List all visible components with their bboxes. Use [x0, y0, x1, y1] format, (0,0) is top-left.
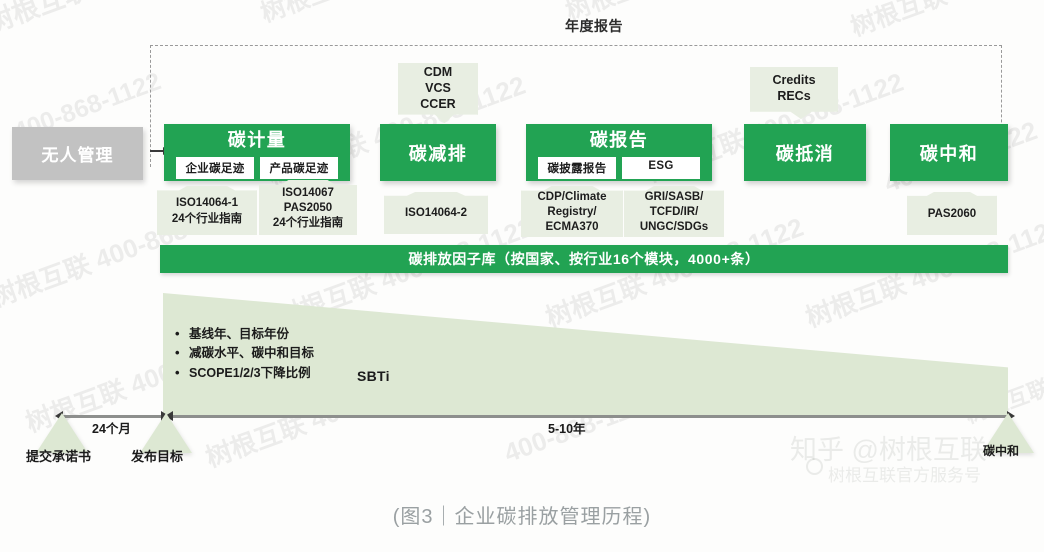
standard-cdp-climate-registry: CDP/Climate Registry/ ECMA370	[521, 186, 623, 237]
flow-arrow-icon	[150, 146, 170, 155]
pillar-chip[interactable]: 碳披露报告	[538, 157, 616, 179]
sbti-label: SBTi	[357, 368, 390, 384]
sbti-bullet: 基线年、目标年份	[175, 324, 314, 345]
milestone-marker-icon	[140, 413, 192, 453]
sbti-bullet-list: 基线年、目标年份 减碳水平、碳中和目标 SCOPE1/2/3下降比例	[175, 324, 314, 384]
annual-report-label: 年度报告	[565, 18, 623, 34]
standard-iso14067-pas2050: ISO14067 PAS2050 24个行业指南	[259, 180, 357, 235]
pillar-chip-row: 碳披露报告 ESG	[538, 157, 700, 179]
pillar-carbon-accounting[interactable]: 碳计量 企业碳足迹 产品碳足迹	[164, 124, 350, 181]
sbti-bullet: SCOPE1/2/3下降比例	[175, 363, 314, 384]
pillar-title: 碳报告	[589, 130, 649, 150]
callout-cdm-vcs-ccer: CDM VCS CCER	[398, 63, 478, 123]
pillar-carbon-neutral[interactable]: 碳中和	[890, 124, 1008, 181]
pillar-title: 碳减排	[408, 143, 468, 164]
standard-gri-sasb-tcfd: GRI/SASB/ TCFD/IR/ UNGC/SDGs	[624, 186, 724, 237]
no-management-label: 无人管理	[41, 146, 114, 165]
pillar-carbon-offset[interactable]: 碳抵消	[744, 124, 866, 181]
milestone-label-target: 发布目标	[131, 449, 184, 464]
standard-iso14064-2: ISO14064-2	[384, 192, 488, 234]
timespan-label-24-months: 24个月	[92, 422, 131, 436]
callout-credits-recs: Credits RECs	[750, 67, 838, 119]
standard-iso14064-1: ISO14064-1 24个行业指南	[157, 186, 257, 235]
milestone-marker-icon	[36, 413, 88, 453]
emission-factor-library-bar[interactable]: 碳排放因子库（按国家、按行业16个模块，4000+条）	[160, 245, 1008, 273]
pillar-chip[interactable]: 企业碳足迹	[176, 157, 254, 179]
watermark-brand-phone: 树根互联 400-868-1122	[255, 0, 513, 30]
pillar-title: 碳抵消	[775, 143, 835, 164]
no-management-box: 无人管理	[12, 127, 143, 180]
pillar-chip[interactable]: 产品碳足迹	[260, 157, 338, 179]
pillar-carbon-reporting[interactable]: 碳报告 碳披露报告 ESG	[526, 124, 712, 181]
milestone-marker-icon	[982, 413, 1034, 453]
pillar-chip[interactable]: ESG	[622, 157, 700, 179]
zhihu-watermark-sub: 树根互联官方服务号	[828, 466, 981, 485]
sbti-bullet: 减碳水平、碳中和目标	[175, 343, 314, 364]
zhihu-logo-icon	[806, 458, 823, 475]
figure-caption: (图3｜企业碳排放管理历程)	[392, 506, 652, 528]
pillar-title: 碳中和	[919, 143, 979, 164]
milestone-label-commitment: 提交承诺书	[26, 449, 92, 464]
timespan-label-5-10-years: 5-10年	[548, 422, 586, 436]
zhihu-watermark-handle: 知乎 @树根互联	[790, 435, 987, 465]
watermark-brand-phone: 树根互联 400-868-1122	[0, 0, 258, 41]
pillar-title: 碳计量	[227, 130, 287, 150]
standard-pas2060: PAS2060	[907, 192, 997, 235]
pillar-chip-row: 企业碳足迹 产品碳足迹	[176, 157, 338, 179]
timeline-segment-5-10-years	[165, 411, 1015, 422]
milestone-label-neutral: 碳中和	[983, 444, 1020, 458]
emission-factor-library-label: 碳排放因子库（按国家、按行业16个模块，4000+条）	[408, 251, 760, 267]
watermark-brand-phone: 树根互联 400-868-1122	[845, 0, 1044, 44]
annual-report-frame	[150, 45, 1002, 167]
pillar-carbon-reduction[interactable]: 碳减排	[380, 124, 496, 181]
